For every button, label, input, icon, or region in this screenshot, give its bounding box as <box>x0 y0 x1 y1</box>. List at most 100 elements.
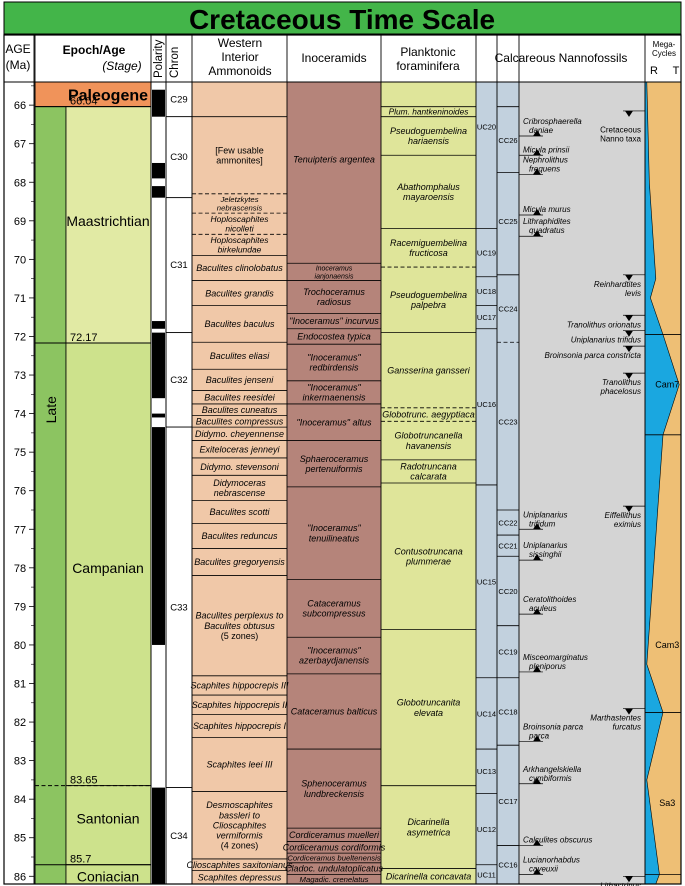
epoch-stage-column: PaleogeneLateMaastrichtianCampanianSanto… <box>34 81 152 885</box>
age-tick-label: 81 <box>14 679 26 691</box>
nanno-event-label: quadratus <box>529 226 565 235</box>
polarity-column <box>152 89 165 884</box>
chron-block <box>165 426 193 789</box>
chron-label: C29 <box>170 94 187 105</box>
nanno-event-marker <box>533 777 541 784</box>
nanno-event-marker-right <box>625 506 633 513</box>
ammonoids-header-line1: Western <box>218 36 262 50</box>
mega-header-t: T <box>673 65 680 77</box>
ammonoid-column: [Few usableammonites]Jeletzkytesnebrasce… <box>186 116 293 882</box>
ammonite-zone-label: Baculites perplexus to <box>195 611 283 621</box>
nanno-event-marker <box>533 608 541 615</box>
title-banner <box>3 1 682 35</box>
ammonite-zone-label: Clioscaphites saxitonianus <box>186 860 293 870</box>
polarity-normal-interval <box>152 427 165 645</box>
foram-zone-label: asymetrica <box>407 827 451 837</box>
uc-zone-label: UC17 <box>477 313 496 322</box>
nanno-event-label: cymbiformis <box>529 774 572 783</box>
chron-label: C34 <box>170 831 187 842</box>
ammonite-zone-label: (4 zones) <box>221 841 259 851</box>
foram-zone-label: hariaensis <box>408 136 450 146</box>
polarity-normal-interval <box>152 89 165 117</box>
header-row: AGE (Ma) Epoch/Age (Stage) Polarity Chro… <box>3 34 682 83</box>
inoceramid-zone-label: Tenuipteris argentea <box>293 154 375 164</box>
nanno-event-label: Nephrolithus <box>523 156 568 165</box>
inoceramid-zone-label: redbirdensis <box>309 363 359 373</box>
nanno-event-label: Uniplanarius <box>523 510 567 519</box>
nanno-event-label: parca <box>528 731 550 740</box>
age-tick-label: 80 <box>14 640 26 652</box>
polarity-normal-interval <box>152 186 165 198</box>
stage-label-maastrichtian: Maastrichtian <box>66 213 149 229</box>
mega-header-r: R <box>650 65 658 77</box>
cc-zone-label: CC18 <box>498 707 517 716</box>
epoch-header-line1: Epoch/Age <box>63 43 126 57</box>
ammonite-zone-label: bassleri to <box>219 810 260 820</box>
ammonite-zone-label: Baculites obtusus <box>204 621 275 631</box>
chron-label: C33 <box>170 602 187 613</box>
ammonoids-header-line2: Interior <box>221 50 258 64</box>
nanno-event-label: pleniporus <box>528 662 566 671</box>
ammonite-zone-label: Scaphites depressus <box>198 872 282 882</box>
nanno-event-label: aculeus <box>529 604 557 613</box>
ammonite-zone-label: ammonites] <box>216 155 263 165</box>
inoceramids-header: Inoceramids <box>301 51 366 65</box>
polarity-normal-interval <box>152 413 165 418</box>
nanno-event-label-right: Reinhardtites <box>594 280 641 289</box>
cc-zone-label: CC22 <box>498 519 517 528</box>
nanno-event-marker <box>533 735 541 742</box>
foram-zone-label: Globotruncanella <box>394 431 462 441</box>
boundary-age-label: 85.7 <box>70 854 91 866</box>
ammonite-zone-label: Hoploscaphites <box>211 214 270 224</box>
nanno-header: Calcareous Nannofossils <box>495 51 628 65</box>
inoceramid-zone-label: "Inoceramus" incurvus <box>289 316 379 326</box>
foram-zone-label: Globotruncanita <box>397 698 461 708</box>
chron-block <box>165 197 193 334</box>
inoceramid-zone-label: tenuilineatus <box>309 533 360 543</box>
ammonite-zone-label: Baculites jenseni <box>206 375 275 385</box>
foram-zone-label: Dicarinella <box>407 817 449 827</box>
nanno-event-label: Cribrosphaerella <box>523 117 582 126</box>
nanno-event-label-right: eximius <box>614 520 641 529</box>
age-tick-label: 83 <box>14 756 26 768</box>
age-tick-label: 70 <box>14 254 26 266</box>
inoceramid-zone-label: pertenuiformis <box>304 464 363 474</box>
inoceramid-zone-label: Cordiceramus muelleri <box>289 830 380 840</box>
age-tick-label: 86 <box>14 871 26 883</box>
ammonite-zone-label: Baculites reesidei <box>204 392 276 402</box>
foram-zone-label: fructicosa <box>409 248 448 258</box>
age-axis: 6667686970717273747576777879808182838485… <box>14 85 34 883</box>
late-epoch-block <box>34 106 67 885</box>
nanno-event-marker <box>533 129 541 136</box>
inoceramid-zone-label: Trochoceramus <box>303 287 365 297</box>
age-tick-label: 84 <box>14 794 26 806</box>
nanno-event-label: daniae <box>529 126 554 135</box>
boundary-age-label: 66.04 <box>70 96 98 108</box>
age-tick-label: 77 <box>14 524 26 536</box>
nanno-event-label-right: levis <box>625 289 641 298</box>
foram-zone-label: palpebra <box>410 300 446 310</box>
foram-zone-label: Gansserina gansseri <box>387 365 471 375</box>
cc-zone-label: CC20 <box>498 587 517 596</box>
foram-zone-label: Pseudoguembelina <box>390 290 467 300</box>
age-tick-label: 67 <box>14 139 26 151</box>
cc-zone-label: CC23 <box>498 417 517 426</box>
nanno-event-label-right: Broinsonia parca constricta <box>545 351 642 360</box>
nanno-event-label: Broinsonia parca <box>523 722 584 731</box>
ammonite-zone-label: Hoploscaphites <box>211 235 270 245</box>
inoceramid-zone-label: Inoceramus <box>316 265 353 272</box>
age-tick-label: 72 <box>14 331 26 343</box>
age-tick-label: 85 <box>14 833 26 845</box>
uc-zone-label: UC18 <box>477 287 496 296</box>
ammonite-zone-label: nebrascense <box>214 488 266 498</box>
inoceramid-zone-label: lundbreckensis <box>304 789 365 799</box>
age-tick-label: 78 <box>14 563 26 575</box>
nanno-event-label: Micula prinsii <box>523 145 569 154</box>
nanno-event-label-right: Eiffellithus <box>605 511 641 520</box>
stage-label-coniacian: Coniacian <box>77 868 139 884</box>
uc-column-bg <box>476 82 497 884</box>
nanno-event-label: frequens <box>529 165 560 174</box>
nanno-event-marker <box>533 868 541 875</box>
ammonite-zone-label: Scaphites hippocrepis III <box>190 681 289 691</box>
mega-header-line2: Cycles <box>652 49 676 58</box>
